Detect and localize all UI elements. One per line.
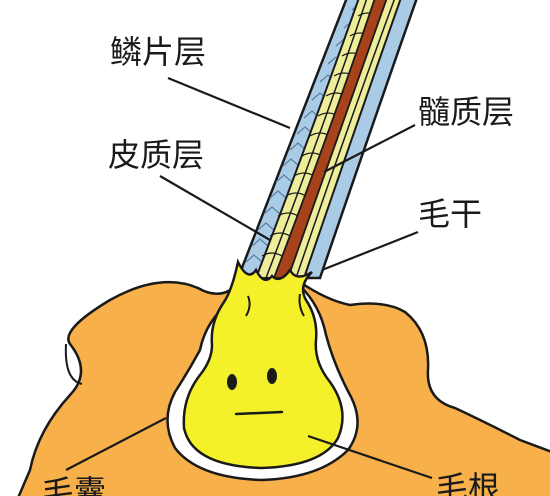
bulb-fold-right [298, 293, 305, 317]
label-hair-root: 毛根 [436, 469, 501, 496]
label-cuticle: 鳞片层 [110, 33, 207, 71]
label-hair-shaft: 毛干 [418, 195, 483, 233]
leader-hair-shaft [321, 230, 419, 272]
leader-cuticle [167, 76, 291, 130]
label-cortex: 皮质层 [108, 136, 205, 174]
leader-cortex [159, 175, 271, 241]
cortex-fibres [265, 0, 395, 279]
skin-fold-line [64, 343, 83, 385]
bulb-mouth [234, 410, 284, 416]
bulb-eye-left [227, 374, 237, 390]
label-hair-follicle: 毛囊 [42, 473, 107, 496]
leader-hair-root [307, 434, 433, 480]
bulb-fold-left [245, 295, 251, 317]
leader-medulla [323, 124, 416, 173]
cortex-hatch [261, 12, 379, 257]
bulb-eye-right [267, 368, 277, 384]
leader-hair-follicle [65, 417, 167, 471]
label-medulla: 髓质层 [418, 93, 515, 131]
